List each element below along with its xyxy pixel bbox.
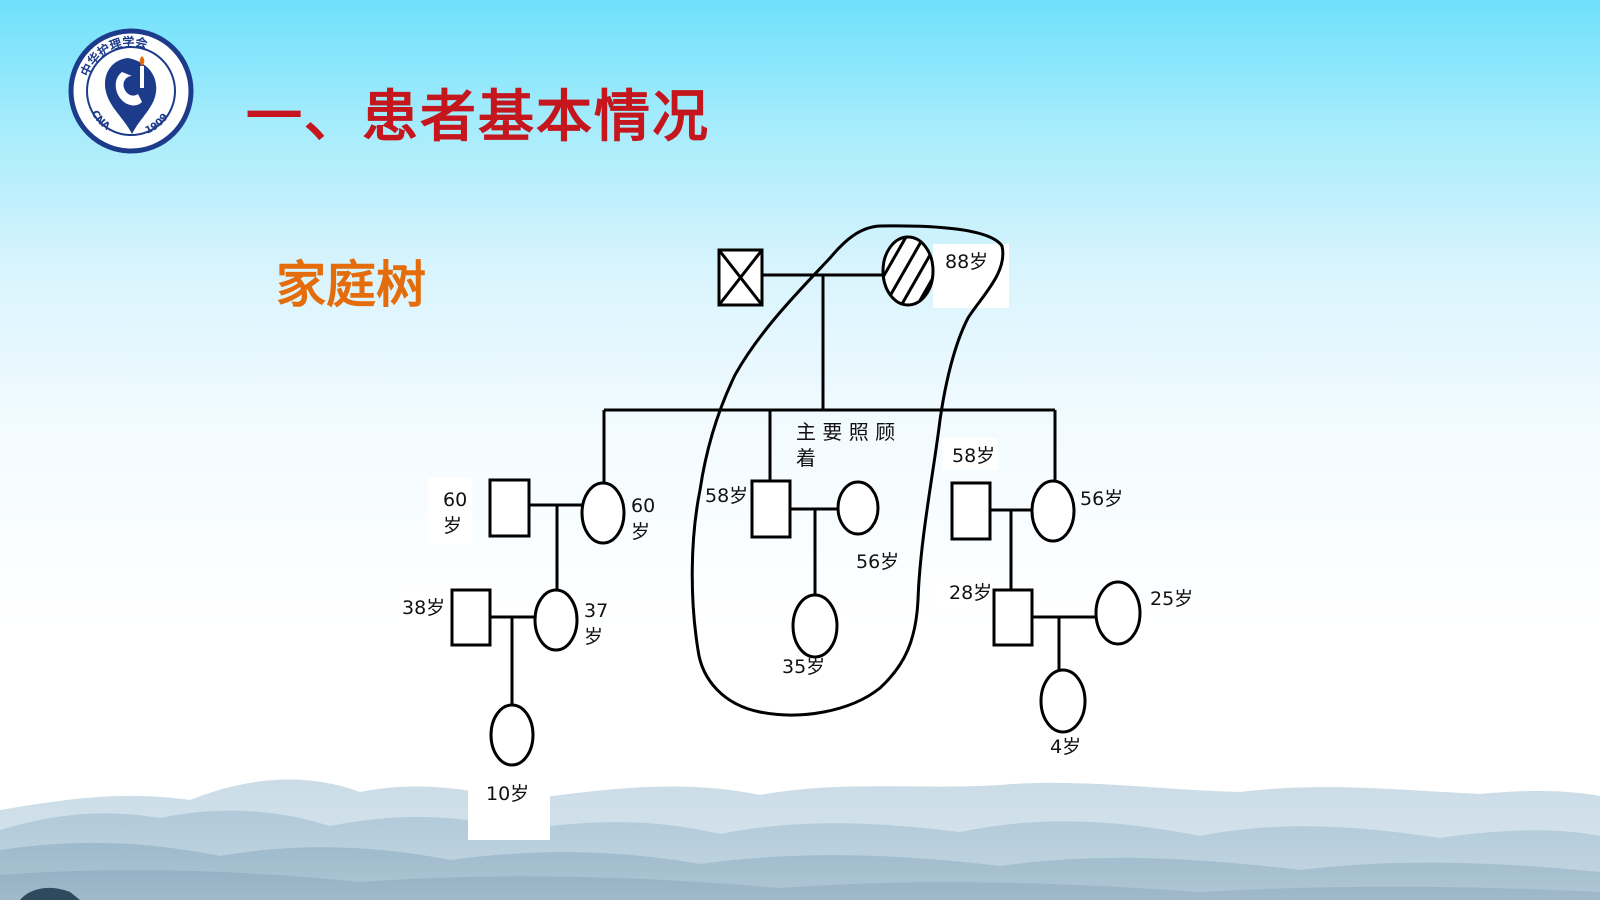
middle-daughter-female (791, 593, 839, 659)
right-grandchild-age: 4岁 (1050, 736, 1081, 758)
left-daughter-in-law-age-line1: 37 (584, 600, 608, 622)
middle-wife-age: 56岁 (856, 551, 899, 573)
right-husband-age: 58岁 (952, 445, 995, 467)
left-husband-male (488, 478, 531, 538)
right-son-male (992, 588, 1034, 647)
right-wife-age: 56岁 (1080, 488, 1123, 510)
grandmother-age: 88岁 (945, 251, 988, 273)
left-daughter-in-law-female (533, 588, 579, 652)
right-grandchild-female (1039, 668, 1087, 734)
middle-son-male (750, 479, 792, 539)
right-son-age: 28岁 (949, 582, 992, 604)
grandfather-deceased-male (717, 248, 764, 307)
left-grandchild-age: 10岁 (486, 783, 529, 805)
right-son-wife-female (1094, 580, 1142, 646)
caregiver-note-line1: 主 要 照 顾 (796, 420, 895, 444)
left-son-male (450, 588, 492, 647)
label-backgrounds (400, 244, 1009, 840)
right-wife-female (1030, 479, 1076, 543)
left-wife-age-line1: 60 (631, 495, 655, 517)
right-son-wife-age: 25岁 (1150, 588, 1193, 610)
caregiver-enclosure (690, 224, 1005, 717)
left-wife-female (580, 481, 626, 545)
left-husband-age-line1: 60 (443, 489, 467, 511)
section-title-family-tree: 家庭树 (276, 256, 426, 314)
relationship-lines (490, 273, 1097, 705)
slide-title: 一、患者基本情况 (246, 85, 710, 150)
left-husband-age-line2: 岁 (443, 515, 462, 537)
right-husband-male (950, 481, 992, 541)
middle-wife-female (836, 480, 880, 536)
society-logo: 中华护理学会 CNA 1909 (68, 28, 194, 154)
middle-son-age: 58岁 (705, 485, 748, 507)
middle-daughter-age: 35岁 (782, 656, 825, 678)
left-daughter-in-law-age-line2: 岁 (584, 626, 603, 648)
left-son-age: 38岁 (402, 597, 445, 619)
left-grandchild-female (489, 703, 535, 767)
left-wife-age-line2: 岁 (631, 521, 650, 543)
caregiver-note-line2: 着 (796, 446, 816, 470)
